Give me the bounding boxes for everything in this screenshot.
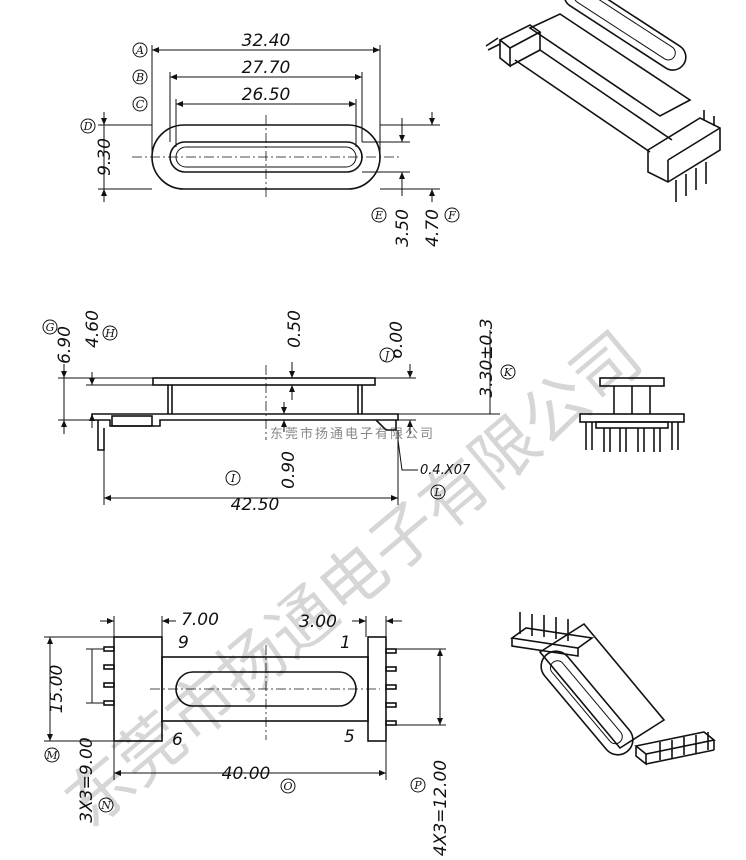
dim-base-offset-value: 0.90 xyxy=(279,451,299,489)
dim-l-value: 0.4.X07 xyxy=(420,463,471,478)
ref-i: I xyxy=(230,472,236,485)
bottom-view: 9 1 6 5 7.00 3.00 15.00 M 3X3=9.00 N 40.… xyxy=(44,610,451,856)
dim-e-value: 3.50 xyxy=(393,209,413,247)
dim-f-value: 4.70 xyxy=(423,209,443,247)
dim-b-value: 27.70 xyxy=(242,58,291,78)
ref-o: O xyxy=(283,780,292,793)
dim-o-value: 40.00 xyxy=(222,764,271,784)
top-flange xyxy=(152,377,376,386)
dim-n-value: 3X3=9.00 xyxy=(77,737,97,822)
ref-l: L xyxy=(433,486,441,499)
isometric-view-top xyxy=(485,0,721,202)
pin-1-label: 1 xyxy=(340,633,351,653)
dim-pitch-a-value: 7.00 xyxy=(181,610,219,630)
end-view xyxy=(579,377,685,452)
ref-a: A xyxy=(135,44,144,57)
dim-p-value: 4X3=12.00 xyxy=(431,760,451,856)
ref-b: B xyxy=(135,71,144,84)
ref-m: M xyxy=(45,749,58,762)
dim-h-value: 4.60 xyxy=(83,310,103,348)
ref-g: G xyxy=(46,321,55,334)
top-view: 32.40 27.70 26.50 A B C 9.30 D 3.50 4.70… xyxy=(80,31,460,247)
isometric-view-bottom xyxy=(509,612,716,766)
dim-m-value: 15.00 xyxy=(47,665,67,714)
dim-i-value: 42.50 xyxy=(231,495,280,515)
ref-d: D xyxy=(83,120,93,133)
dim-d-value: 9.30 xyxy=(95,138,115,176)
dim-c-value: 26.50 xyxy=(242,85,291,105)
dim-a-value: 32.40 xyxy=(242,31,291,51)
ref-c: C xyxy=(136,98,145,111)
ref-h: H xyxy=(104,327,115,340)
ref-f: F xyxy=(447,209,456,222)
pin-9-label: 9 xyxy=(178,633,189,653)
ref-e: E xyxy=(374,209,383,222)
watermark-large: 东莞市扬通电子有限公司 xyxy=(51,317,657,843)
dim-gap-value: 0.50 xyxy=(285,310,305,348)
side-view: 6.90 4.60 G H 0.50 6.00 J 3.30±0.3 K 42.… xyxy=(42,310,516,515)
ref-k: K xyxy=(503,366,513,379)
dim-k-value: 3.30±0.3 xyxy=(477,318,497,397)
pin-5-label: 5 xyxy=(344,727,355,747)
dim-g-value: 6.90 xyxy=(55,326,75,364)
pin-6-label: 6 xyxy=(172,730,183,750)
ref-p: P xyxy=(413,779,422,792)
watermark-small: 东莞市扬通电子有限公司 xyxy=(270,426,435,442)
dim-pitch-b-value: 3.00 xyxy=(299,612,337,632)
ref-j: J xyxy=(383,349,390,362)
ref-n: N xyxy=(100,799,111,812)
